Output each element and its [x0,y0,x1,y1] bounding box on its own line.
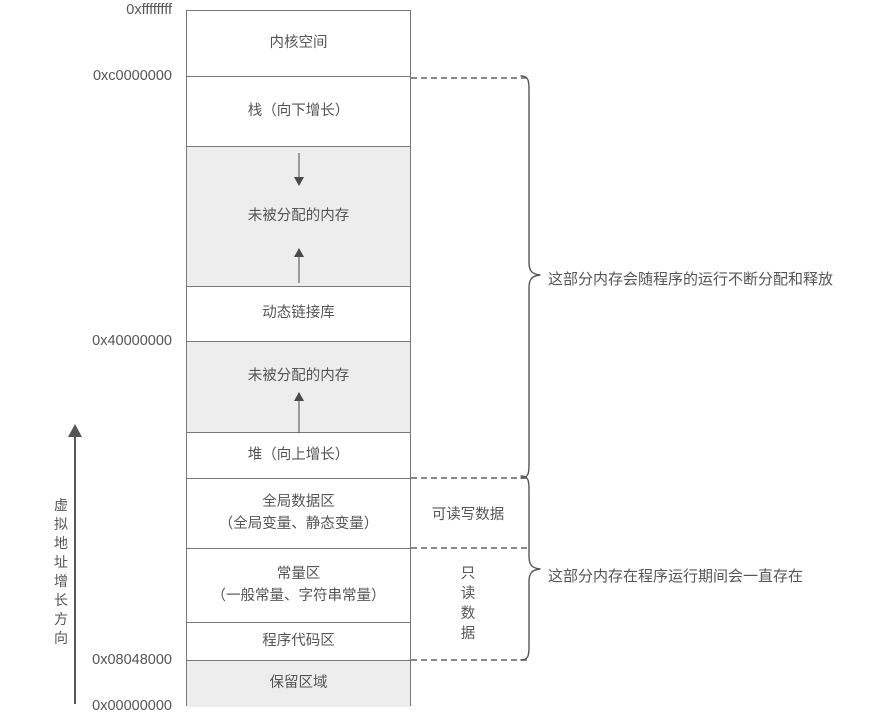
arrow-up-shaft-lower [298,399,299,433]
growth-direction-axis-line [74,432,76,704]
segment-label-shared-libraries: 动态链接库 [262,305,335,322]
segment-label-global-data: 全局数据区 [262,493,335,510]
dashed-connector-kernel-boundary [411,77,527,79]
segment-label-unallocated-upper: 未被分配的内存 [247,207,350,224]
segment-label-kernel-space: 内核空间 [269,34,328,51]
read-only-char-0: 只 [460,566,476,582]
memory-segment-stack: 栈（向下增长） [187,77,410,147]
read-only-char-2: 数 [460,606,476,622]
segment-label-reserved: 保留区域 [269,675,328,692]
growth-label-char-7: 向 [54,632,68,647]
read-write-data-label: 可读写数据 [411,478,525,548]
memory-layout-column: 内核空间 栈（向下增长） 未被分配的内存 动态链接库 未被分配的内存 堆（向上增… [186,10,411,707]
brace-dynamic-memory [520,75,541,479]
read-only-char-1: 读 [460,586,476,602]
address-label-text-start: 0x08048000 [92,652,172,668]
address-label-bottom: 0x00000000 [92,698,172,714]
memory-segment-program-text: 程序代码区 [187,623,410,661]
read-write-data-text: 可读写数据 [431,506,505,523]
growth-label-char-0: 虚 [54,499,68,514]
arrow-up-shaft [298,255,299,283]
arrow-down-icon [293,177,304,186]
memory-segment-constant-data: 常量区 （一般常量、字符串常量） [187,549,410,623]
address-label-mmap-boundary: 0x40000000 [92,333,172,349]
memory-segment-shared-libraries: 动态链接库 [187,287,410,342]
dashed-connector-text-start [411,659,527,661]
memory-segment-heap: 堆（向上增长） [187,433,410,479]
arrow-up-icon [293,248,304,257]
brace-text-persistent-memory: 这部分内存在程序运行期间会一直存在 [548,569,804,585]
growth-label-char-6: 方 [54,613,68,628]
read-only-char-3: 据 [460,626,476,642]
brace-persistent-memory [520,475,541,661]
growth-label-char-4: 增 [54,575,68,590]
arrow-down-shaft [298,153,299,179]
segment-sublabel-constant-data: （一般常量、字符串常量） [211,587,386,604]
growth-label-char-2: 地 [54,537,68,552]
growth-direction-arrow-icon [68,424,82,437]
dashed-connector-global-constant [411,547,527,549]
growth-label-char-5: 长 [54,594,68,609]
dashed-connector-heap-bottom [411,477,527,479]
address-label-top: 0xffffffff [126,2,172,18]
growth-direction-label: 虚 拟 地 址 增 长 方 向 [52,497,70,649]
segment-label-heap: 堆（向上增长） [247,446,350,463]
growth-label-char-3: 址 [54,556,68,571]
memory-segment-unallocated-upper: 未被分配的内存 [187,147,410,287]
memory-segment-global-data: 全局数据区 （全局变量、静态变量） [187,479,410,549]
segment-label-constant-data: 常量区 [276,565,321,582]
segment-sublabel-global-data: （全局变量、静态变量） [218,515,379,532]
address-label-kernel-boundary: 0xc0000000 [92,68,172,84]
segment-label-stack: 栈（向下增长） [247,102,350,119]
read-only-data-label: 只 读 数 据 [411,548,525,660]
segment-label-unallocated-lower: 未被分配的内存 [247,368,350,385]
brace-text-dynamic-memory: 这部分内存会随程序的运行不断分配和释放 [548,272,834,288]
growth-label-char-1: 拟 [54,518,68,533]
memory-segment-kernel-space: 内核空间 [187,11,410,77]
segment-label-program-text: 程序代码区 [262,632,335,649]
memory-segment-reserved: 保留区域 [187,661,410,707]
memory-segment-unallocated-lower: 未被分配的内存 [187,342,410,433]
arrow-up-icon-lower [293,392,304,401]
